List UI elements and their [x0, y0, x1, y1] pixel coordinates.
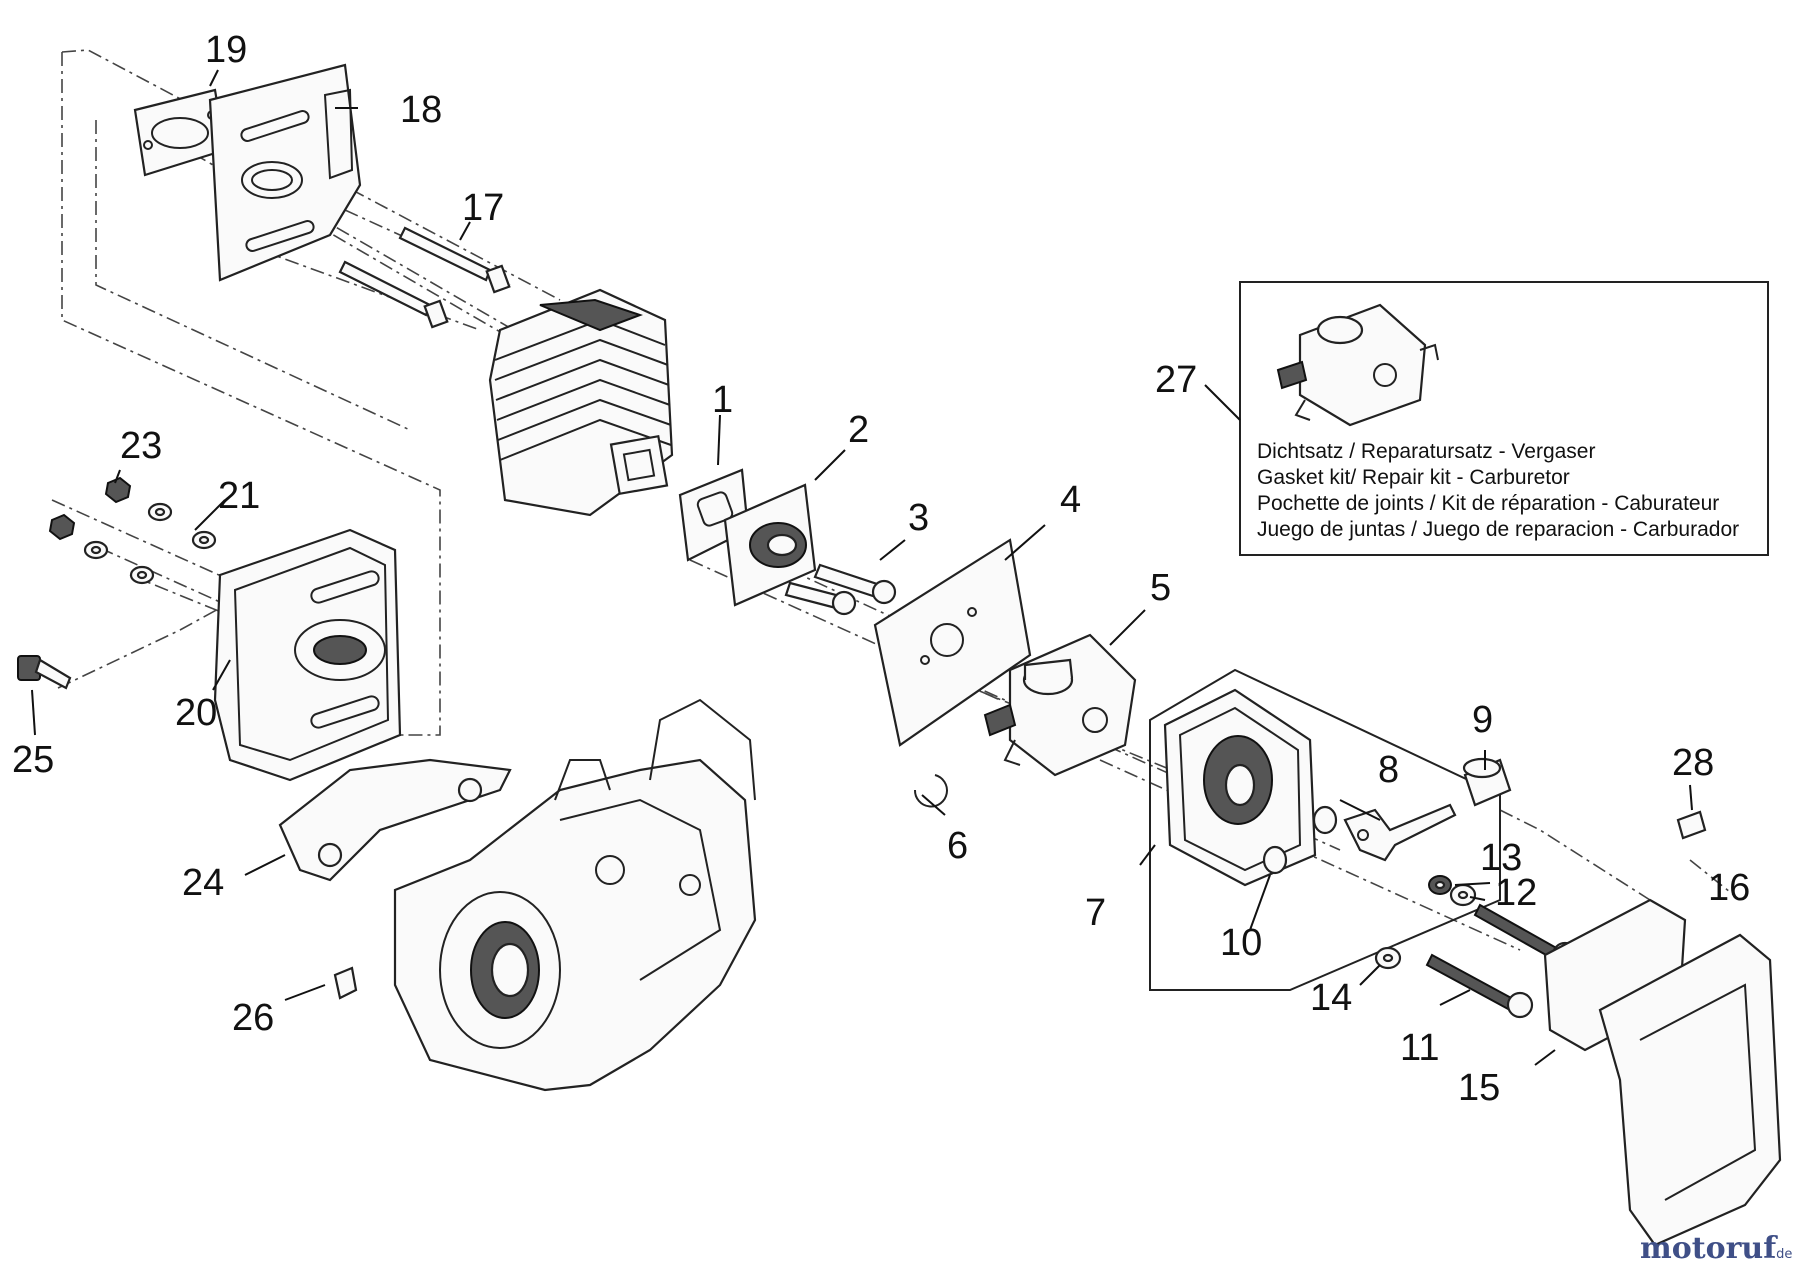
callout-20: 20	[175, 692, 217, 734]
callout-21: 21	[218, 475, 260, 517]
callout-19: 19	[205, 29, 247, 71]
callout-4: 4	[1060, 479, 1081, 521]
part-20-muffler	[213, 528, 402, 782]
part-16-filter-cover	[1598, 933, 1782, 1247]
kit-line-de: Dichtsatz / Reparatursatz - Vergaser	[1257, 440, 1595, 463]
part-10-bushings	[1262, 805, 1338, 875]
callout-6: 6	[947, 825, 968, 867]
callout-8: 8	[1378, 749, 1399, 791]
kit-line-es: Juego de juntas / Juego de reparacion - …	[1257, 518, 1739, 541]
callout-9: 9	[1472, 699, 1493, 741]
part-5-carburetor	[983, 633, 1137, 777]
motoruf-watermark: motoruf .de	[1640, 1231, 1792, 1266]
callout-23: 23	[120, 425, 162, 467]
callout-12: 12	[1495, 872, 1537, 914]
callout-10: 10	[1220, 922, 1262, 964]
part-28-clip	[1676, 810, 1707, 840]
part-25-bolt	[17, 655, 72, 690]
part-3-screws	[784, 563, 897, 616]
washers-12-13-14	[1374, 875, 1477, 970]
crankcase	[393, 698, 757, 1092]
callout-14: 14	[1310, 977, 1352, 1019]
part-6-clip	[913, 774, 948, 808]
part-2-intake-flange	[723, 483, 817, 607]
kit-box	[1239, 281, 1769, 556]
callout-25: 25	[12, 739, 54, 781]
callout-1: 1	[712, 379, 733, 421]
watermark-suffix: .de	[1772, 1247, 1792, 1262]
callout-24: 24	[182, 862, 224, 904]
callout-3: 3	[908, 497, 929, 539]
part-9-spacer	[1462, 757, 1512, 807]
watermark-text: motoruf	[1640, 1231, 1778, 1266]
kit-line-en: Gasket kit/ Repair kit - Carburetor	[1257, 466, 1570, 489]
callout-5: 5	[1150, 567, 1171, 609]
part-8-lever	[1343, 803, 1457, 862]
callout-15: 15	[1458, 1067, 1500, 1109]
leader-lines	[31, 69, 1693, 1066]
callout-28: 28	[1672, 742, 1714, 784]
part-26-clip	[333, 966, 358, 1000]
callout-7: 7	[1085, 892, 1106, 934]
part-7-filter-housing	[1163, 688, 1317, 887]
callout-13: 13	[1480, 837, 1522, 879]
kit-carburetor-illustration	[1276, 303, 1439, 427]
callout-18: 18	[400, 89, 442, 131]
callout-26: 26	[232, 997, 274, 1039]
callout-17: 17	[462, 187, 504, 229]
part-18-heat-shield	[208, 63, 362, 282]
part-4-gasket-plate	[873, 538, 1032, 747]
callout-numbers: 19 18 17 1 2 3 4 5 27 6 7 8 9 10 11 12 1…	[12, 29, 1750, 1109]
callout-2: 2	[848, 409, 869, 451]
cylinder	[488, 288, 674, 517]
nuts-washers-21-23	[48, 476, 217, 585]
callout-11: 11	[1400, 1027, 1439, 1069]
callout-27: 27	[1155, 359, 1197, 401]
part-17-bolts	[338, 226, 511, 329]
kit-box-text: Dichtsatz / Reparatursatz - Vergaser Gas…	[1257, 440, 1739, 541]
part-7-group-frame	[1149, 668, 1501, 991]
callout-16: 16	[1708, 867, 1750, 909]
part-24-guard	[278, 758, 512, 882]
kit-line-fr: Pochette de joints / Kit de réparation -…	[1257, 492, 1719, 515]
